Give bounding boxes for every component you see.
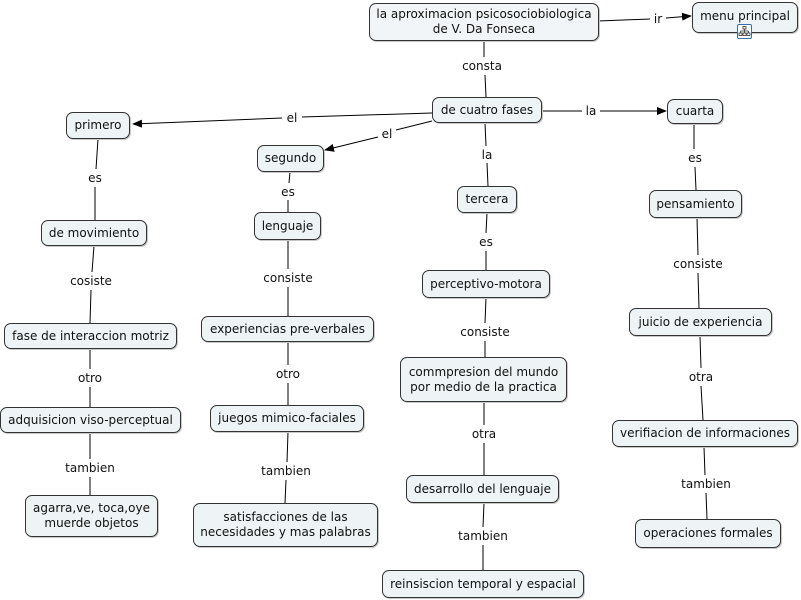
link-label-tambien: tambien: [259, 464, 313, 478]
node-pensamiento[interactable]: pensamiento: [649, 190, 742, 218]
link-label-otro: otro: [75, 371, 105, 385]
edge-fases-el1: [301, 112, 433, 118]
link-label-otra: otra: [469, 427, 499, 441]
node-satisfacciones-necesidades[interactable]: satisfacciones de las necesidades y mas …: [193, 503, 378, 547]
edge-c3-c: [484, 297, 487, 324]
concept-map-icon[interactable]: [737, 24, 752, 39]
edge-c4-c: [696, 217, 699, 256]
link-label-es: es: [477, 235, 495, 249]
node-lenguaje[interactable]: lenguaje: [254, 212, 321, 240]
node-comprension-mundo[interactable]: commpresion del mundo por medio de la pr…: [400, 357, 567, 402]
node-juicio-experiencia[interactable]: juicio de experiencia: [629, 308, 772, 336]
link-label-es: es: [686, 151, 704, 165]
node-primero[interactable]: primero: [66, 112, 130, 139]
edge-fases-el2: [395, 120, 433, 131]
link-label-es: es: [86, 171, 104, 185]
node-adquisicion-viso-perceptual[interactable]: adquisicion viso-perceptual: [0, 407, 181, 433]
edge-c4-d: [697, 272, 700, 309]
edge-c4-h: [705, 492, 708, 520]
edge-c2-g: [286, 431, 289, 463]
node-cuarta[interactable]: cuarta: [667, 99, 723, 124]
edge-c2-h: [284, 479, 287, 504]
edge-c3-a: [485, 212, 488, 234]
edge-c4-f: [700, 385, 704, 421]
edge-c4-e: [699, 335, 702, 369]
edge-c4-g: [703, 446, 706, 476]
link-label-consta: consta: [460, 59, 504, 73]
node-verificacion-informaciones[interactable]: verifiacion de informaciones: [612, 420, 798, 447]
node-operaciones-formales[interactable]: operaciones formales: [635, 519, 781, 548]
node-tercera[interactable]: tercera: [457, 186, 517, 213]
edge-c1-a: [95, 138, 99, 170]
node-cuatro-fases[interactable]: de cuatro fases: [432, 97, 542, 123]
link-label-otra: otra: [686, 370, 716, 384]
link-label-consiste: consiste: [261, 271, 315, 285]
link-label-consiste: consiste: [671, 257, 725, 271]
link-label-la-cuarta: la: [583, 104, 599, 118]
link-label-consiste: cosiste: [68, 274, 114, 288]
node-experiencias-pre-verbales[interactable]: experiencias pre-verbales: [201, 316, 374, 342]
link-label-es: es: [279, 185, 297, 199]
node-de-movimiento[interactable]: de movimiento: [41, 220, 147, 246]
node-reinsiscion-temporal-espacial[interactable]: reinsiscion temporal y espacial: [382, 570, 584, 598]
link-label-tambien: tambien: [679, 477, 733, 491]
edge-ir-menu: [665, 12, 692, 21]
edge-c1-d: [89, 289, 92, 324]
link-label-consiste: consiste: [458, 325, 512, 339]
node-agarra-ve-toca[interactable]: agarra,ve, toca,oye muerde objetos: [25, 495, 158, 537]
edge-el2-segundo: [324, 136, 379, 152]
node-juegos-mimico-faciales[interactable]: juegos mimico-faciales: [210, 405, 364, 432]
node-perceptivo-motora[interactable]: perceptivo-motora: [422, 270, 550, 298]
edge-c4-b: [694, 166, 697, 191]
edge-c2-a: [288, 171, 291, 184]
link-label-tambien: tambien: [456, 529, 510, 543]
node-desarrollo-lenguaje[interactable]: desarrollo del lenguaje: [406, 475, 559, 503]
node-segundo[interactable]: segundo: [257, 145, 324, 172]
edge-root-ir: [597, 18, 651, 22]
link-label-ir: ir: [651, 12, 665, 26]
edge-fases-la3: [484, 122, 487, 147]
root-concept[interactable]: la aproximacion psicosociobiologica de V…: [369, 3, 599, 41]
link-label-la-tercera: la: [479, 148, 495, 162]
edge-la3-tercera: [486, 162, 489, 187]
edge-el1-primero: [132, 117, 283, 128]
node-fase-interaccion-motriz[interactable]: fase de interaccion motriz: [4, 323, 177, 349]
link-label-otro: otro: [273, 367, 303, 381]
edge-consta-fases: [484, 74, 487, 98]
link-label-el-primero: el: [284, 111, 300, 125]
link-label-tambien: tambien: [63, 461, 117, 475]
edge-c3-g: [482, 502, 485, 528]
link-label-el-segundo: el: [379, 127, 395, 141]
edge-c1-c: [91, 245, 95, 273]
